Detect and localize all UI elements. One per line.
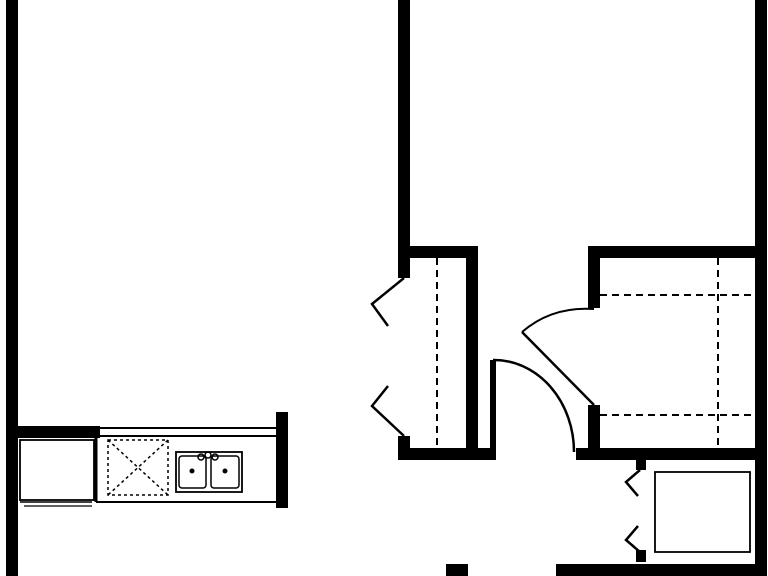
walkin-door-arc bbox=[521, 307, 595, 333]
bottom-wall-right bbox=[556, 564, 758, 576]
sink-basin-right bbox=[210, 455, 240, 489]
bifold-door-upper bbox=[370, 277, 405, 327]
bedroom-closet bbox=[370, 258, 438, 448]
sink-faucet-left bbox=[197, 453, 205, 461]
sink-faucet-right bbox=[211, 453, 219, 461]
bedroom-door bbox=[492, 358, 576, 453]
bedroom-door-jamb bbox=[490, 360, 496, 460]
sink-drain-left bbox=[189, 468, 195, 474]
walkin-top-wall bbox=[588, 246, 758, 258]
laundry-bifold-lower bbox=[624, 525, 641, 553]
closet-top-wall bbox=[398, 246, 478, 258]
kitchen-counter bbox=[94, 427, 276, 503]
walkin-door-leaf bbox=[521, 331, 595, 406]
left-exterior-wall bbox=[6, 0, 18, 576]
laundry-bifold-upper bbox=[624, 469, 641, 497]
washer-dryer-box bbox=[654, 471, 751, 553]
closet-left-stub bbox=[398, 436, 410, 460]
double-sink bbox=[175, 451, 243, 493]
kitchen-end-wall bbox=[276, 412, 288, 508]
refrigerator bbox=[19, 439, 95, 507]
interior-walls bbox=[18, 0, 758, 576]
laundry-left-stub-top bbox=[636, 460, 646, 470]
sink-faucet-center bbox=[204, 451, 212, 459]
sink-basin-left bbox=[178, 455, 207, 489]
stove-outline bbox=[107, 439, 169, 496]
stove-diagonal-1 bbox=[107, 439, 169, 496]
laundry-left-stub-bottom bbox=[636, 550, 646, 562]
sink-drain-right bbox=[222, 468, 228, 474]
bedroom-door-arc bbox=[492, 358, 576, 453]
walkin-closet-door bbox=[521, 307, 595, 406]
bedroom-left-wall bbox=[398, 0, 410, 278]
bifold-door-lower bbox=[370, 385, 405, 437]
stove-diagonal-2 bbox=[107, 439, 169, 496]
walkin-left-wall-upper bbox=[588, 246, 600, 308]
laundry-closet-doors bbox=[624, 469, 641, 553]
walkin-closet-shelves bbox=[600, 258, 755, 448]
closet-right-wall bbox=[466, 246, 478, 460]
walkin-bottom-wall bbox=[576, 448, 758, 460]
walkin-left-wall-lower bbox=[588, 405, 600, 460]
refrigerator-body bbox=[19, 439, 95, 501]
bottom-wall-stub bbox=[446, 564, 468, 576]
washer-dryer bbox=[654, 471, 751, 553]
closet-bottom-wall bbox=[398, 448, 490, 460]
right-exterior-wall bbox=[755, 0, 767, 576]
kitchen-top-wall bbox=[18, 426, 100, 438]
stove bbox=[107, 439, 169, 496]
exterior-walls bbox=[6, 0, 767, 576]
